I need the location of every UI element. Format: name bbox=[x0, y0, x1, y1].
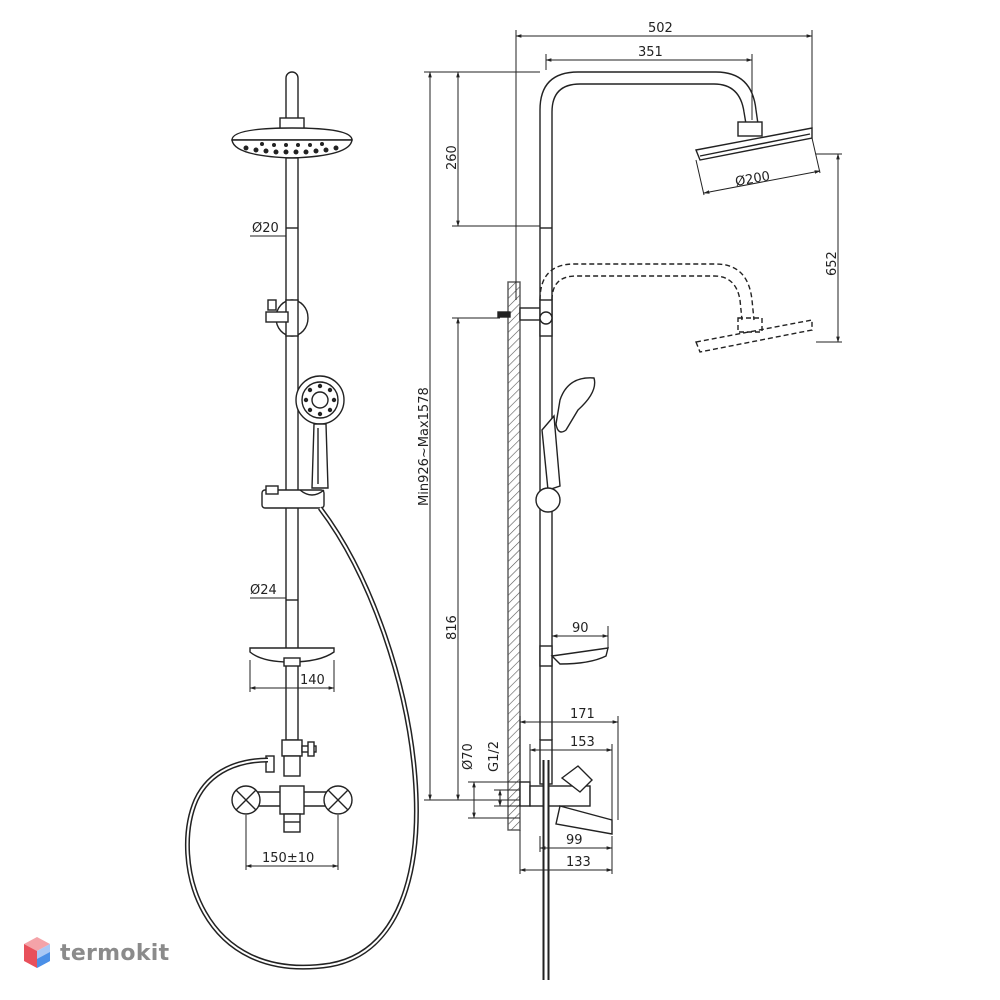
bath-mixer bbox=[231, 739, 353, 833]
hand-shower bbox=[295, 375, 345, 489]
side-shelf bbox=[539, 645, 609, 667]
side-hand-shower bbox=[535, 377, 596, 513]
dim-shelf-depth: 90 bbox=[572, 621, 589, 636]
dim-spout-99: 99 bbox=[566, 833, 583, 848]
lowered-position-outline bbox=[539, 263, 813, 353]
hand-shower-slider bbox=[261, 485, 325, 509]
dim-total-reach: 502 bbox=[648, 21, 673, 36]
dim-rail-top: Ø20 bbox=[252, 221, 279, 236]
cube-logo-icon bbox=[24, 937, 50, 968]
dim-height-adjust: 652 bbox=[825, 251, 840, 276]
side-dimensions: 502 351 260 Ø200 652 Min926~Max1578 816 bbox=[417, 21, 842, 874]
brand-name: termokit bbox=[60, 940, 170, 966]
wall-section bbox=[507, 281, 521, 831]
side-view bbox=[497, 71, 813, 980]
dim-soap-dish: 140 bbox=[300, 673, 325, 688]
dim-spout-171: 171 bbox=[570, 707, 595, 722]
brand-watermark: termokit bbox=[22, 935, 169, 971]
dim-spout-153: 153 bbox=[570, 735, 595, 750]
dim-mixer-spacing: 150±10 bbox=[262, 851, 314, 866]
dim-inlet-thread: G1/2 bbox=[487, 741, 502, 772]
side-shower-head bbox=[695, 121, 813, 161]
dim-rail-bottom: Ø24 bbox=[250, 583, 277, 598]
dim-inlet-diameter: Ø70 bbox=[461, 743, 476, 770]
overhead-shower-head bbox=[231, 117, 353, 159]
side-bath-mixer bbox=[519, 739, 613, 835]
dim-arm-reach: 351 bbox=[638, 45, 663, 60]
front-view bbox=[184, 71, 419, 970]
dim-total-height: Min926~Max1578 bbox=[417, 387, 432, 506]
rail-top-stub bbox=[285, 71, 299, 125]
side-wall-bracket bbox=[497, 299, 553, 337]
soap-dish bbox=[249, 647, 335, 667]
wall-bracket bbox=[265, 299, 309, 337]
front-dimensions: Ø20 Ø24 140 150±10 bbox=[245, 221, 339, 870]
shower-hose bbox=[184, 506, 419, 970]
dim-spout-133: 133 bbox=[566, 855, 591, 870]
dim-bracket-height: 816 bbox=[445, 615, 460, 640]
dim-head-drop: 260 bbox=[445, 145, 460, 170]
dim-head-diameter: Ø200 bbox=[734, 169, 771, 190]
